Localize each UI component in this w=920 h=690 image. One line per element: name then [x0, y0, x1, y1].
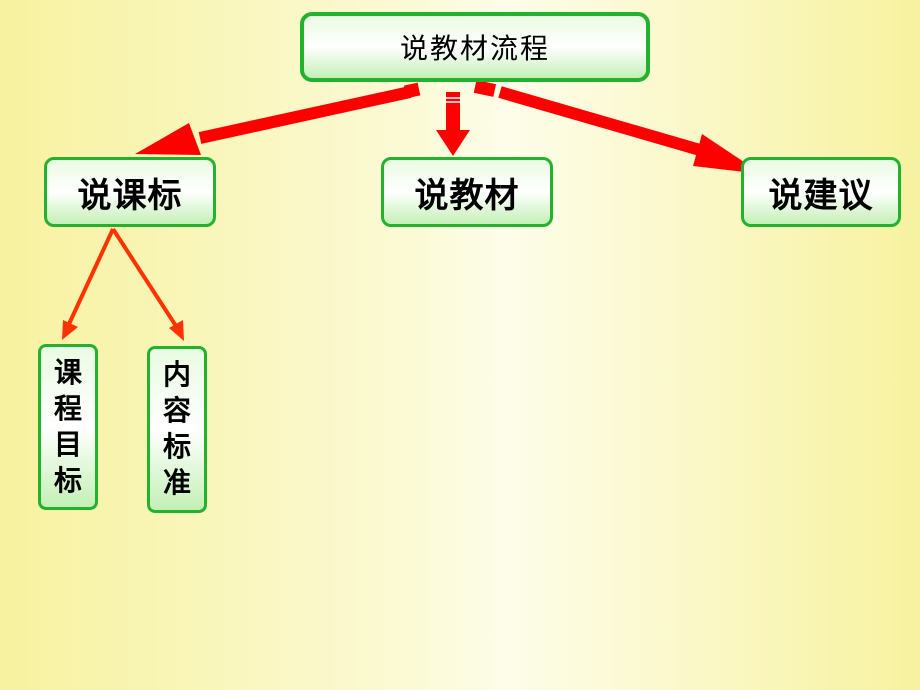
node-neirong-biaozhun: 内 容 标 准 — [147, 346, 207, 513]
node-kebiao-label: 说课标 — [77, 175, 183, 216]
node-jiaocai: 说教材 — [381, 157, 553, 227]
arrow-root-to-jiaocai — [436, 92, 470, 156]
node-kecheng-mubiao-char: 课 — [53, 356, 82, 389]
node-jiaocai-label: 说教材 — [414, 175, 520, 216]
node-kecheng-mubiao-char: 程 — [53, 392, 82, 425]
root-node-label: 说教材流程 — [399, 32, 550, 65]
node-jianyi-label: 说建议 — [768, 175, 874, 216]
node-jianyi: 说建议 — [741, 157, 901, 227]
node-neirong-biaozhun-char: 内 — [162, 358, 191, 391]
node-kecheng-mubiao: 课 程 目 标 — [38, 344, 98, 510]
node-kecheng-mubiao-char: 标 — [53, 464, 82, 497]
node-neirong-biaozhun-char: 标 — [162, 430, 191, 463]
node-kecheng-mubiao-char: 目 — [53, 428, 82, 461]
root-node: 说教材流程 — [300, 12, 650, 82]
node-kebiao: 说课标 — [44, 157, 216, 227]
node-neirong-biaozhun-char: 容 — [162, 394, 191, 427]
arrow-kebiao-to-mubiao — [62, 228, 115, 340]
arrow-kebiao-to-neirong — [111, 227, 184, 341]
node-neirong-biaozhun-char: 准 — [162, 466, 191, 499]
arrow-root-to-kebiao — [135, 82, 421, 155]
